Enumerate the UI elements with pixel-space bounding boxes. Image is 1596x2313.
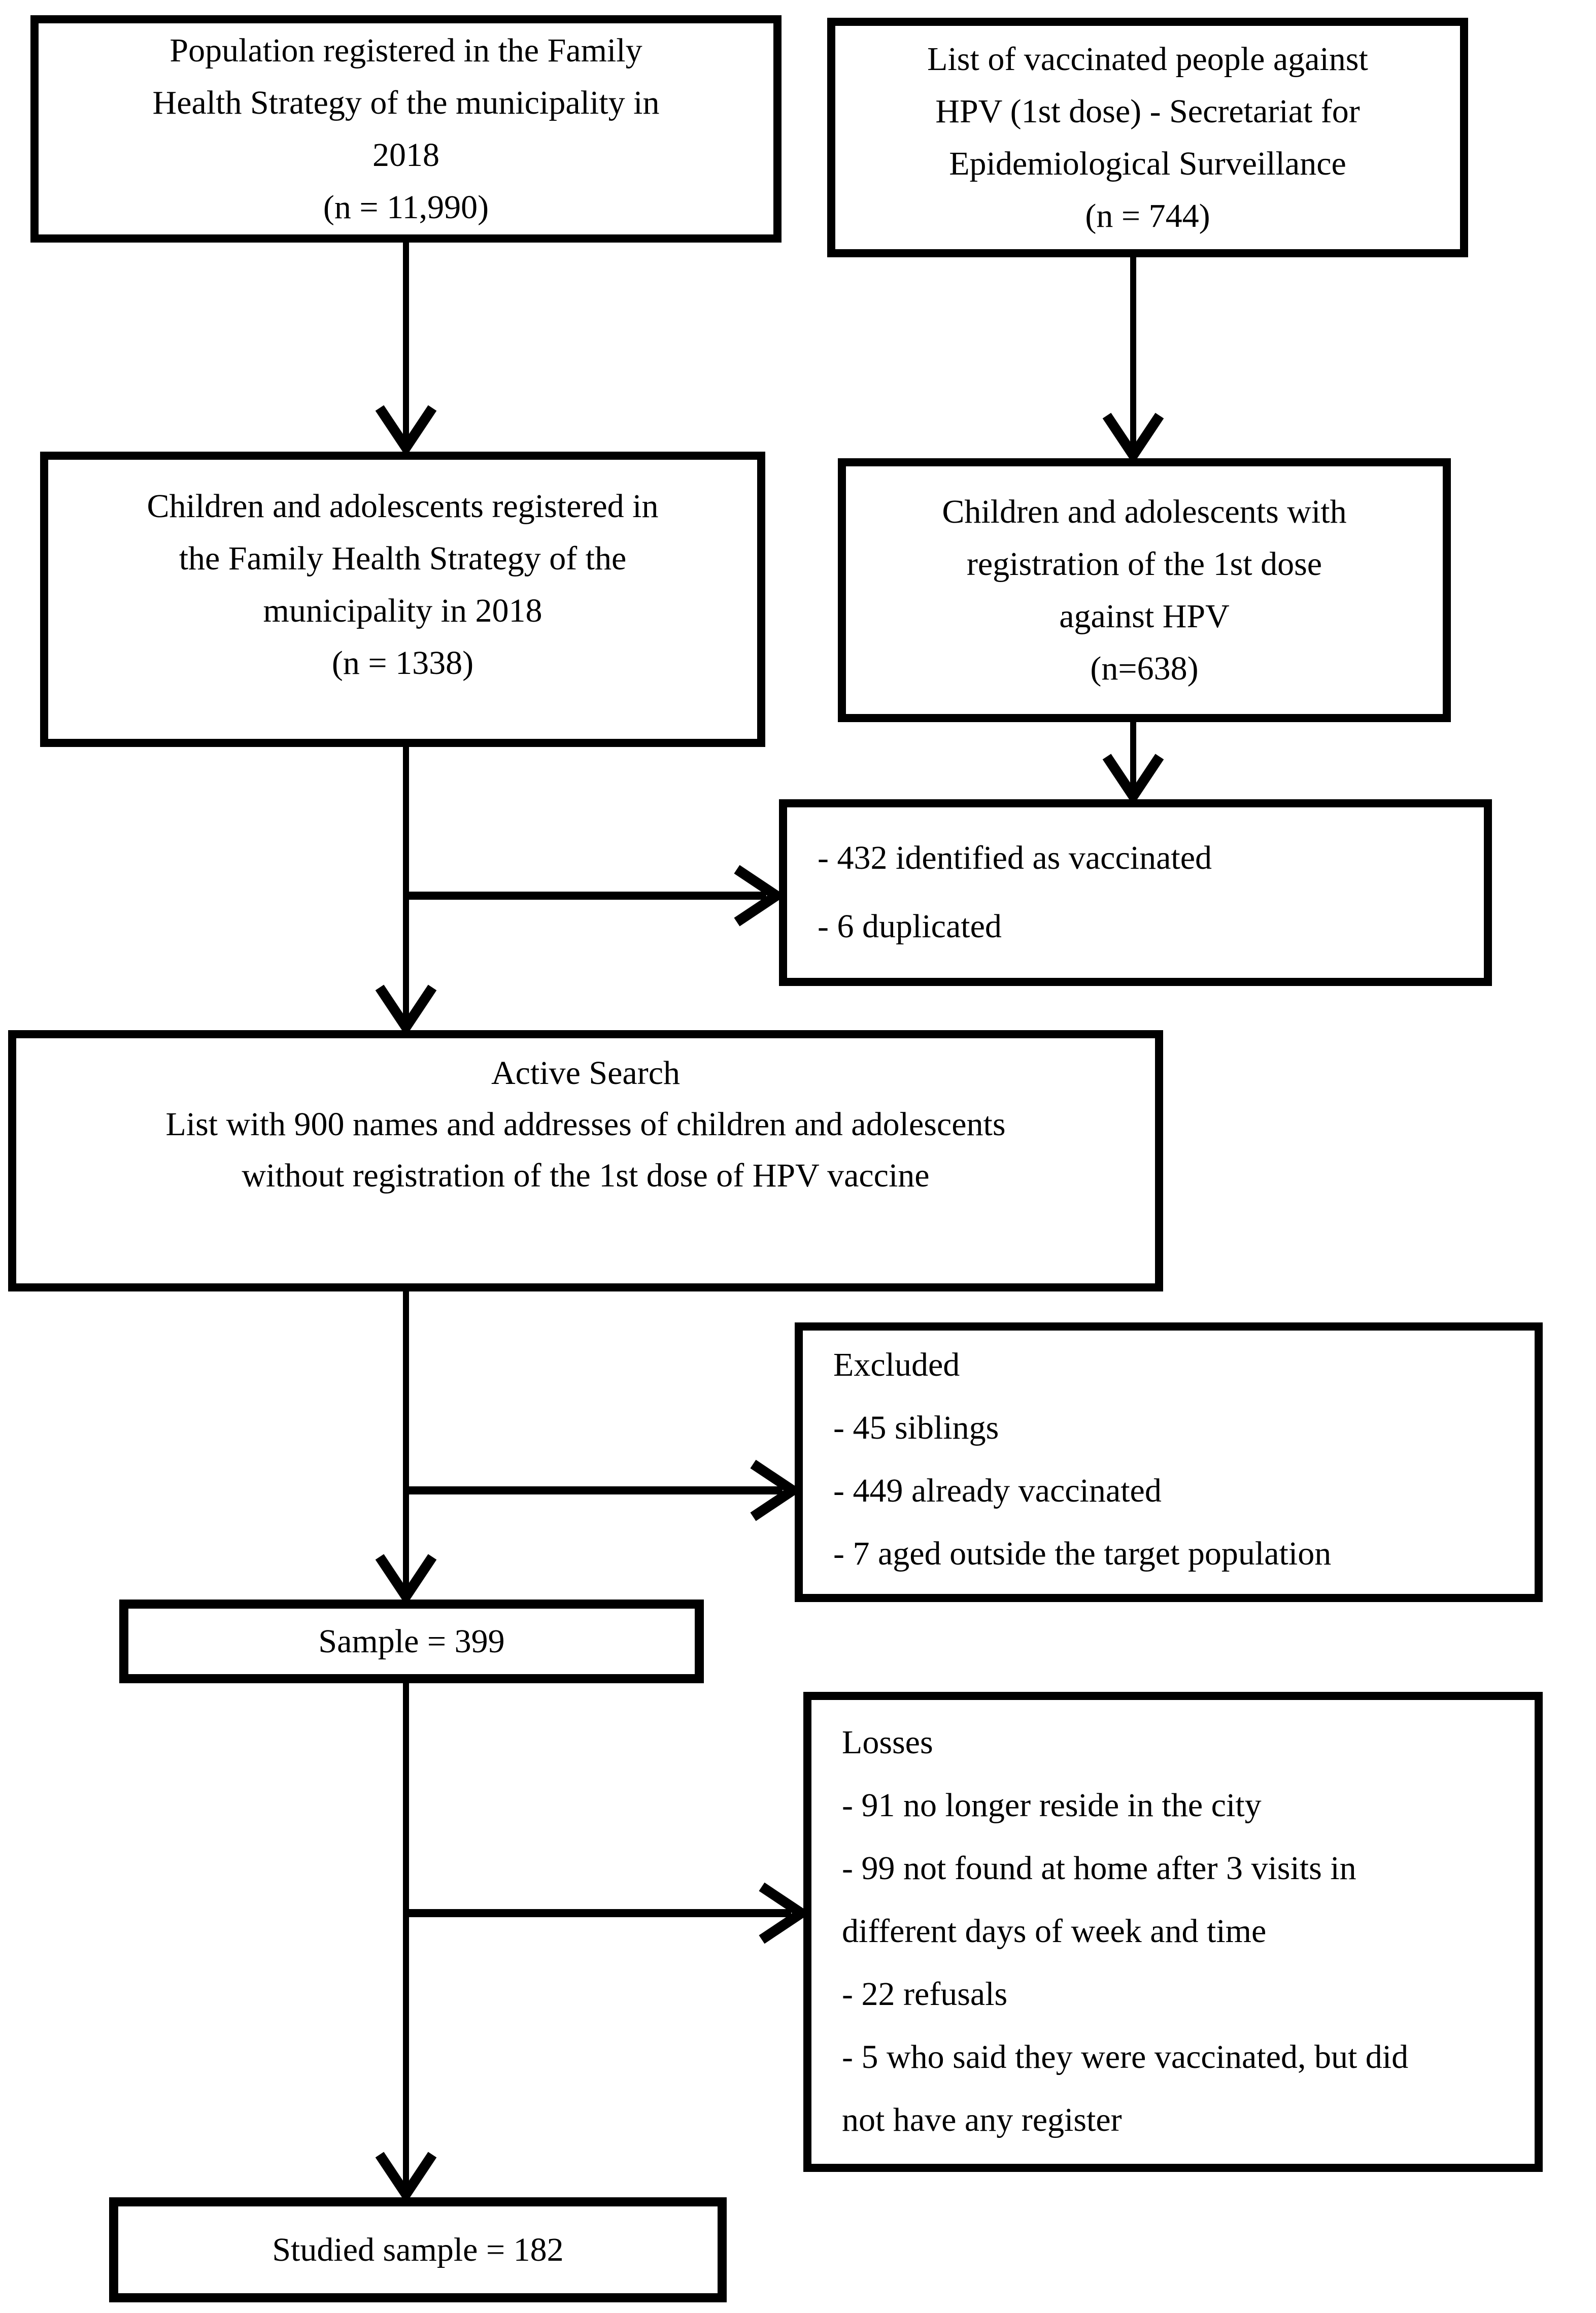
box-children-first-dose: Children and adolescents with registrati…: [838, 458, 1451, 722]
branch-to-excluded-head: [750, 1459, 802, 1521]
box-sample-text: Sample = 399: [318, 1622, 505, 1660]
branch-to-identified-head: [734, 865, 786, 927]
box-children-registered: Children and adolescents registered in t…: [40, 452, 765, 747]
box-active-search-text: Active Search List with 900 names and ad…: [165, 1055, 1006, 1194]
box-population-registered-text: Population registered in the Family Heal…: [152, 32, 660, 226]
branch-to-losses-head: [759, 1882, 811, 1944]
box-studied-sample: Studied sample = 182: [109, 2197, 727, 2302]
box-population-registered: Population registered in the Family Heal…: [30, 15, 782, 243]
arrow-population-to-children-head: [375, 405, 437, 457]
box-identified-vaccinated: - 432 identified as vaccinated - 6 dupli…: [779, 799, 1492, 986]
box-vaccinated-list-text: List of vaccinated people against HPV (1…: [927, 41, 1368, 234]
box-losses: Losses - 91 no longer reside in the city…: [803, 1692, 1543, 2172]
box-children-first-dose-text: Children and adolescents with registrati…: [942, 493, 1347, 687]
box-excluded-text: Excluded - 45 siblings - 449 already vac…: [833, 1346, 1332, 1572]
box-sample: Sample = 399: [119, 1600, 704, 1683]
box-vaccinated-list: List of vaccinated people against HPV (1…: [827, 18, 1468, 257]
arrow-active-to-sample-head: [375, 1554, 437, 1606]
box-identified-vaccinated-text: - 432 identified as vaccinated - 6 dupli…: [818, 839, 1212, 945]
arrow-dose-to-identified-head: [1102, 754, 1164, 806]
arrow-vaccinated-to-dose-head: [1102, 413, 1164, 465]
box-active-search: Active Search List with 900 names and ad…: [8, 1030, 1163, 1291]
box-children-registered-text: Children and adolescents registered in t…: [147, 488, 659, 682]
box-studied-sample-text: Studied sample = 182: [272, 2231, 564, 2268]
arrow-children-to-active-head: [375, 984, 437, 1037]
box-losses-text: Losses - 91 no longer reside in the city…: [842, 1724, 1409, 2138]
arrow-sample-to-studied-head: [375, 2152, 437, 2204]
box-excluded: Excluded - 45 siblings - 449 already vac…: [795, 1322, 1543, 1602]
